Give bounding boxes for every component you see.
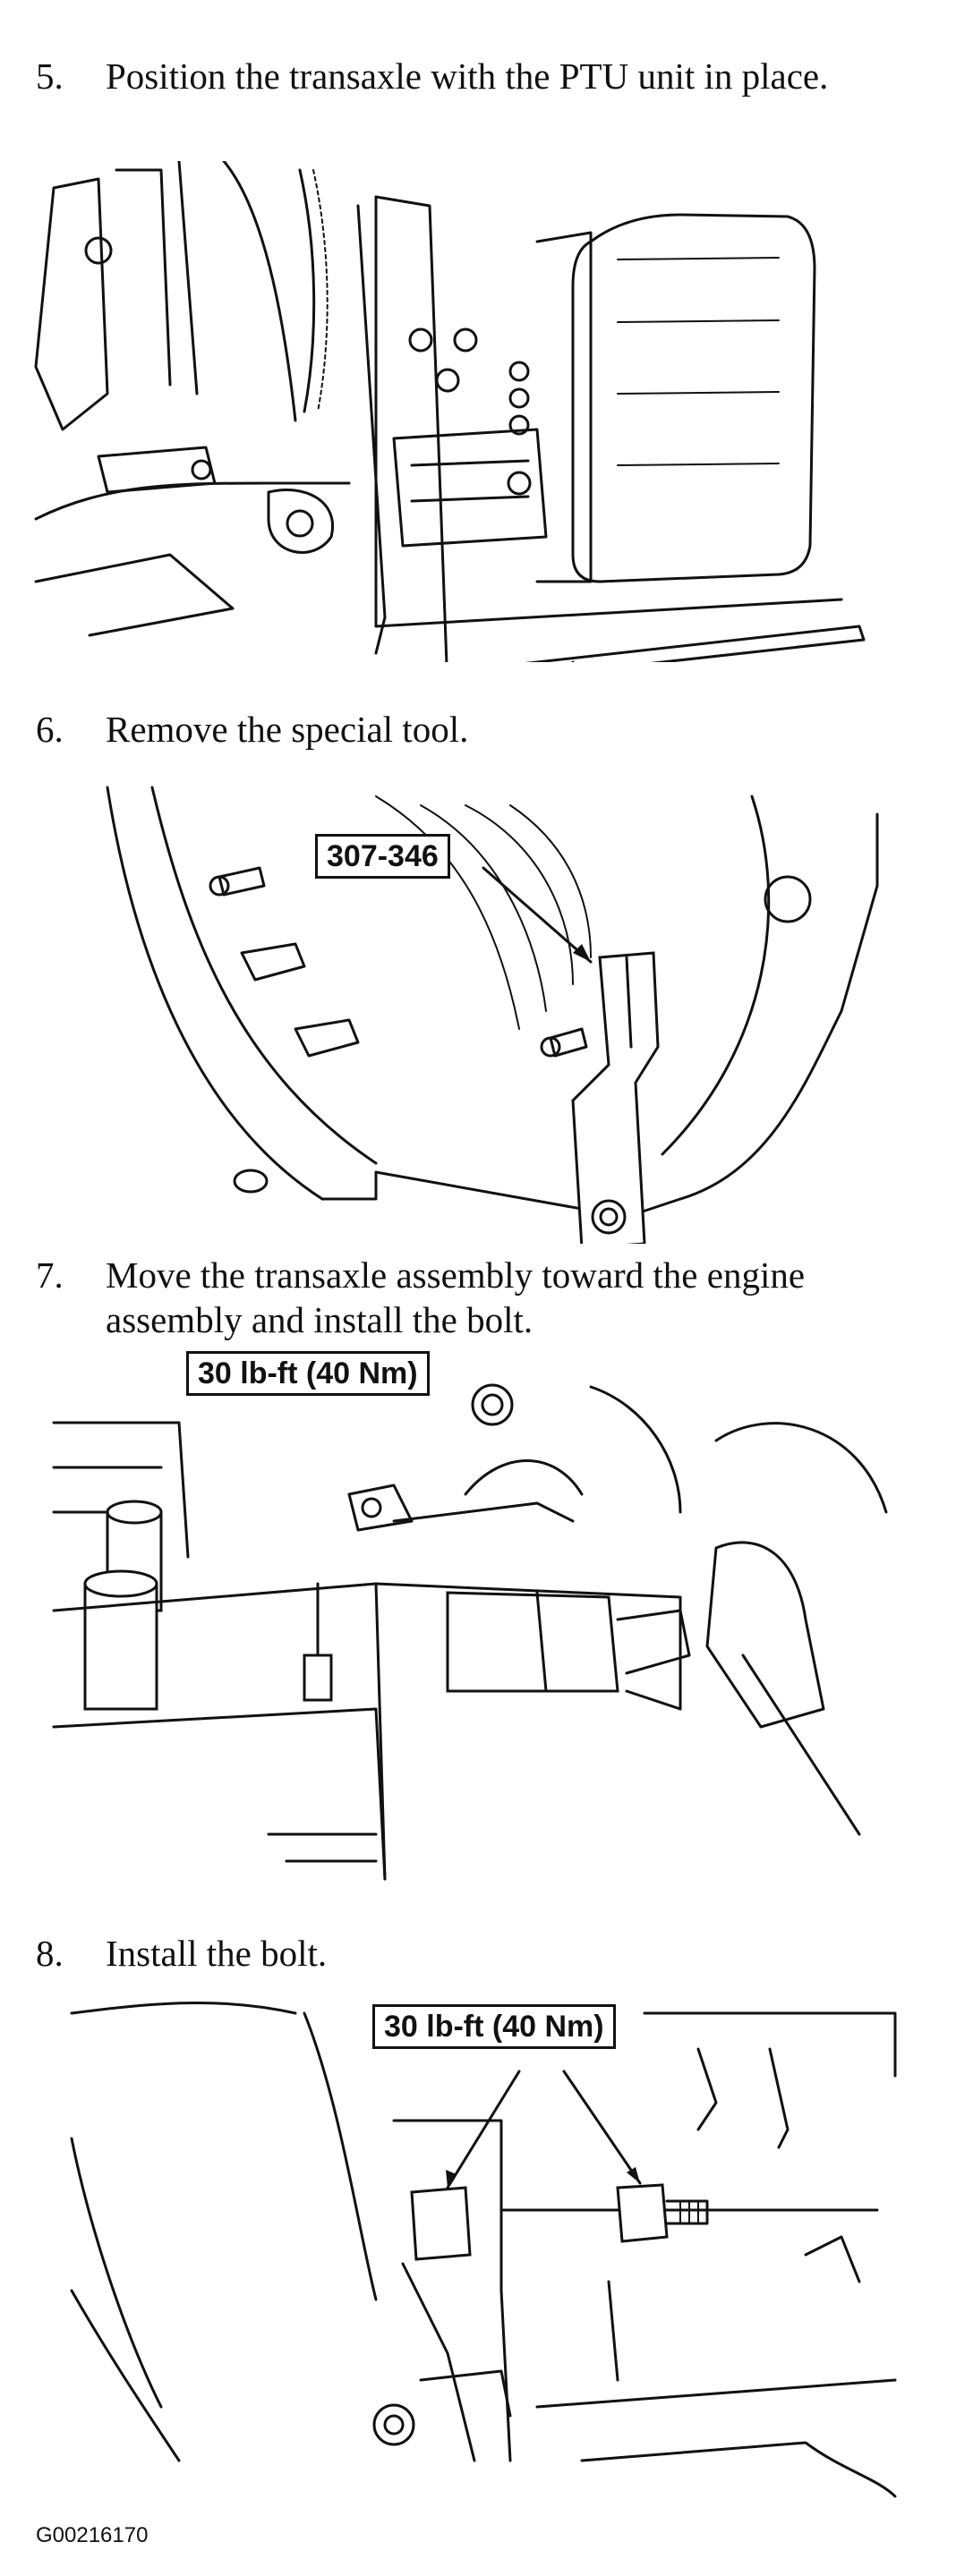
- figure-install-bolt: 30 lb-ft (40 Nm): [0, 1995, 956, 2514]
- figure-special-tool: 307-346: [0, 778, 956, 1244]
- step-number: 7.: [36, 1254, 64, 1296]
- tool-callout: 307-346: [315, 834, 450, 879]
- step-number: 5.: [36, 55, 64, 97]
- figure-transaxle-ptu: [0, 161, 956, 662]
- step-text: Move the transaxle assembly toward the e…: [106, 1254, 806, 1340]
- figure-code: G00216170: [36, 2523, 149, 2547]
- torque-callout-step7: 30 lb-ft (40 Nm): [186, 1351, 430, 1396]
- step-text: Install the bolt.: [106, 1933, 328, 1974]
- step-text: Position the transaxle with the PTU unit…: [106, 55, 829, 97]
- step-number: 6.: [36, 709, 64, 750]
- step-number: 8.: [36, 1933, 64, 1974]
- figure-transaxle-bolt: 30 lb-ft (40 Nm): [0, 1351, 956, 1888]
- step-text: Remove the special tool.: [106, 709, 469, 750]
- torque-callout-step8: 30 lb-ft (40 Nm): [372, 2004, 616, 2049]
